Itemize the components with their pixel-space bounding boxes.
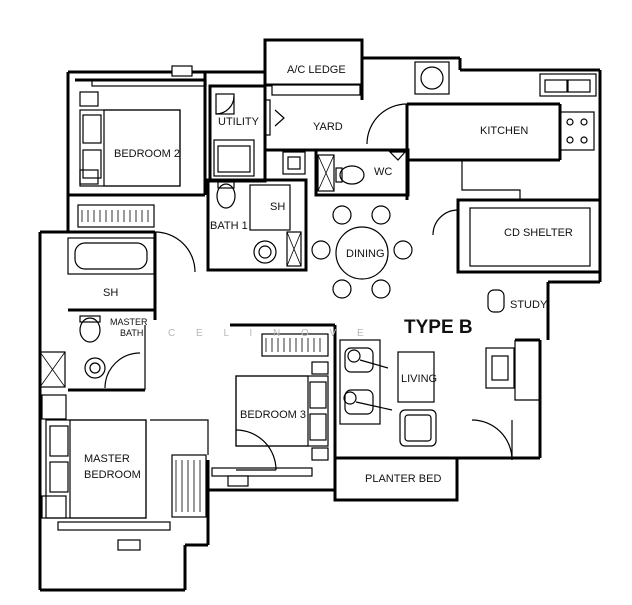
living-area: LIVING (339, 339, 513, 461)
master-bath: SH MASTER BATH (39, 230, 157, 392)
room-label-yard: YARD (313, 121, 343, 133)
dining-area: DINING (311, 205, 413, 299)
cd-shelter: CD SHELTER (432, 198, 602, 274)
room-label-sh-bath1: SH (270, 201, 285, 213)
room-label-master-bedroom-2: BEDROOM (84, 469, 141, 481)
room-label-ac-ledge: A/C LEDGE (287, 64, 346, 76)
study-area: STUDY (485, 289, 548, 401)
room-label-living: LIVING (401, 373, 437, 385)
room-label-wc: WC (374, 166, 392, 178)
room-label-bedroom-3: BEDROOM 3 (240, 409, 306, 421)
watermark: C E L I N O V E (168, 328, 373, 339)
room-label-planter-bed: PLANTER BED (365, 473, 441, 485)
master-bedroom: MASTER BEDROOM (41, 394, 209, 551)
room-label-master-bath-2: BATH (120, 328, 143, 338)
room-label-bath1: BATH 1 (210, 220, 248, 232)
bedroom-3: BEDROOM 3 (211, 323, 337, 487)
room-label-master-bath-1: MASTER (110, 317, 148, 327)
kitchen: KITCHEN (405, 61, 597, 200)
window-top-bedroom2 (91, 65, 207, 87)
room-label-utility: UTILITY (218, 116, 260, 128)
room-label-cd-shelter: CD SHELTER (504, 227, 573, 239)
dining-chair (311, 205, 413, 299)
room-label-bedroom-2: BEDROOM 2 (114, 148, 180, 160)
room-label-kitchen: KITCHEN (480, 125, 528, 137)
planter-bed: PLANTER BED (365, 473, 441, 485)
room-label-dining: DINING (346, 248, 385, 260)
room-label-sh-master: SH (103, 287, 118, 299)
bath-1: SH BATH 1 (206, 178, 308, 272)
wc-room: WC (314, 148, 410, 197)
plan-type-title: TYPE B (404, 317, 473, 338)
ac-ledge-area: A/C LEDGE (263, 38, 364, 96)
utility-room: UTILITY (208, 84, 271, 183)
bedroom-2: BEDROOM 2 (68, 72, 207, 273)
room-label-master-bedroom-1: MASTER (84, 453, 130, 465)
room-label-study: STUDY (510, 299, 548, 311)
